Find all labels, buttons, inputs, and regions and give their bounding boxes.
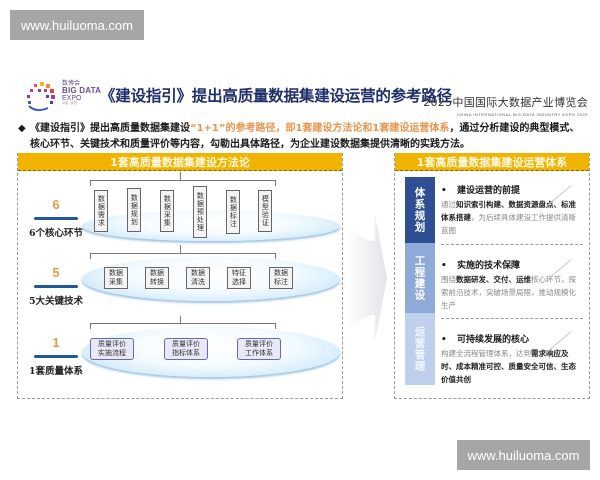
step-box: 数据规划: [127, 188, 141, 232]
bracket-connector: [90, 253, 276, 259]
row-label-key-tech: 5 5大关键技术: [26, 265, 86, 307]
quality-box: 质量评价工作体系: [237, 338, 281, 360]
section-body: 围绕数据研发、交付、运维核心环节，探索前沿技术，突破场景局限，推动规模化生产: [441, 275, 576, 310]
section-body: 构建全流程管理体系，达到需求响应及时、成本精准可控、质量安全可信、生态价值共创: [441, 349, 576, 384]
logo-small-text: 中国 · 贵阳: [62, 101, 77, 105]
logo-en-line2: EXPO: [62, 95, 82, 102]
step-box: 数据预处理: [193, 186, 207, 238]
quality-box: 质量评价实施流程: [90, 338, 134, 360]
row-label-core-steps: 6 6个核心环节: [26, 197, 86, 239]
bracket-connector: [90, 180, 276, 186]
operations-panel-header: 1套高质量数据集建设运营体系: [395, 153, 589, 171]
intro-text-1: 《建设指引》提出高质量数据集建设: [30, 123, 190, 134]
logo-en-line1: BIG DATA: [62, 86, 102, 95]
row-label-text: 1套质量体系: [28, 366, 84, 377]
row-label-quality: 1 1套质量体系: [26, 335, 86, 377]
intro-paragraph: ◆ 《建设指引》提出高质量数据集建设“1+1”的参考路径，即1套建设方法论和1套建…: [18, 121, 588, 153]
tech-box: 数据标注: [269, 267, 293, 289]
intro-highlight: “1+1”的参考路径，即1套建设方法论和1套建设运营体系: [190, 123, 450, 134]
section-system-planning: •建设运营的前提 通过知识索引构建、数据资源盘点、标准体系搭建，为后续具体建设工…: [441, 183, 583, 237]
section-title: 可持续发展的核心: [457, 335, 530, 345]
tech-box: 特征选择: [227, 267, 251, 289]
row-number: 6: [52, 197, 60, 212]
connector-stem: [180, 316, 181, 323]
platform-disc: [82, 211, 340, 241]
row-label-text: 5大关键技术: [28, 296, 84, 307]
expo-name-en: CHINA INTERNATIONAL BIG DATA INDUSTRY EX…: [456, 112, 588, 117]
logo-cn: 数博会: [62, 81, 81, 87]
quality-box: 质量评价指标体系: [164, 338, 208, 360]
bracket-connector: [90, 323, 276, 329]
big-data-expo-logo-icon: [27, 82, 55, 112]
row-number: 1: [52, 335, 60, 350]
connector-stem: [180, 245, 181, 253]
section-divider: [441, 244, 583, 245]
connector-stem: [180, 172, 181, 180]
section-title: 建设运营的前提: [457, 186, 521, 196]
step-box: 数据标注: [226, 190, 240, 234]
logo-text: 数博会 BIG DATA EXPO 中国 · 贵阳: [62, 81, 101, 105]
row-number: 5: [52, 265, 60, 280]
tab-operations: 运营管理: [405, 313, 435, 385]
step-box: 数据需求: [94, 190, 108, 232]
right-arrow-icon: [347, 215, 387, 341]
section-body: 通过知识索引构建、数据资源盘点、标准体系搭建，为后续具体建设工作提供清晰蓝图: [441, 200, 576, 235]
expo-name-block: 2025中国国际大数据产业博览会 CHINA INTERNATIONAL BIG…: [423, 94, 588, 117]
step-box: 模型验证: [258, 190, 272, 232]
section-operations: •可持续发展的核心 构建全流程管理体系，达到需求响应及时、成本精准可控、质量安全…: [441, 332, 583, 386]
row-underline: [34, 217, 78, 220]
tech-box: 数据清洗: [186, 267, 210, 289]
section-engineering: •实施的技术保障 围绕数据研发、交付、运维核心环节，探索前沿技术，突破场景局限，…: [441, 258, 583, 312]
row-underline: [34, 355, 78, 358]
row-label-text: 6个核心环节: [28, 228, 84, 239]
tab-system-planning: 体系规划: [405, 177, 435, 249]
tech-box: 数据采集: [104, 267, 128, 289]
slide-header: 数博会 BIG DATA EXPO 中国 · 贵阳 《建设指引》提出高质量数据集…: [22, 80, 592, 120]
intro-text-2: ，通过分析建设的典型模式、: [449, 123, 580, 134]
section-title: 实施的技术保障: [457, 261, 521, 271]
row-underline: [34, 285, 78, 288]
operations-panel: 1套高质量数据集建设运营体系 体系规划 工程建设 运营管理 •建设运营的前提 通…: [394, 153, 590, 399]
methodology-panel-header: 1套高质量数据集建设方法论: [18, 153, 342, 171]
methodology-panel: 1套高质量数据集建设方法论 6 6个核心环节 数据需求 数据规划 数据采集 数据…: [17, 153, 343, 399]
watermark-bottom: www.huiluoma.com: [457, 440, 590, 470]
slide-title: 《建设指引》提出高质量数据集建设运营的参考路径: [100, 87, 452, 105]
step-box: 数据采集: [160, 190, 174, 232]
watermark-top: www.huiluoma.com: [10, 10, 144, 40]
section-divider: [441, 318, 583, 319]
diamond-bullet-icon: ◆: [18, 123, 26, 134]
intro-text-line2: 核心环节、关键技术和质量评价等内容，勾勒出具体路径，为企业建设数据集提供清晰的实…: [30, 139, 470, 150]
expo-name-cn: 2025中国国际大数据产业博览会: [423, 96, 588, 109]
tech-box: 数据转换: [145, 267, 169, 289]
tab-engineering: 工程建设: [405, 243, 435, 313]
